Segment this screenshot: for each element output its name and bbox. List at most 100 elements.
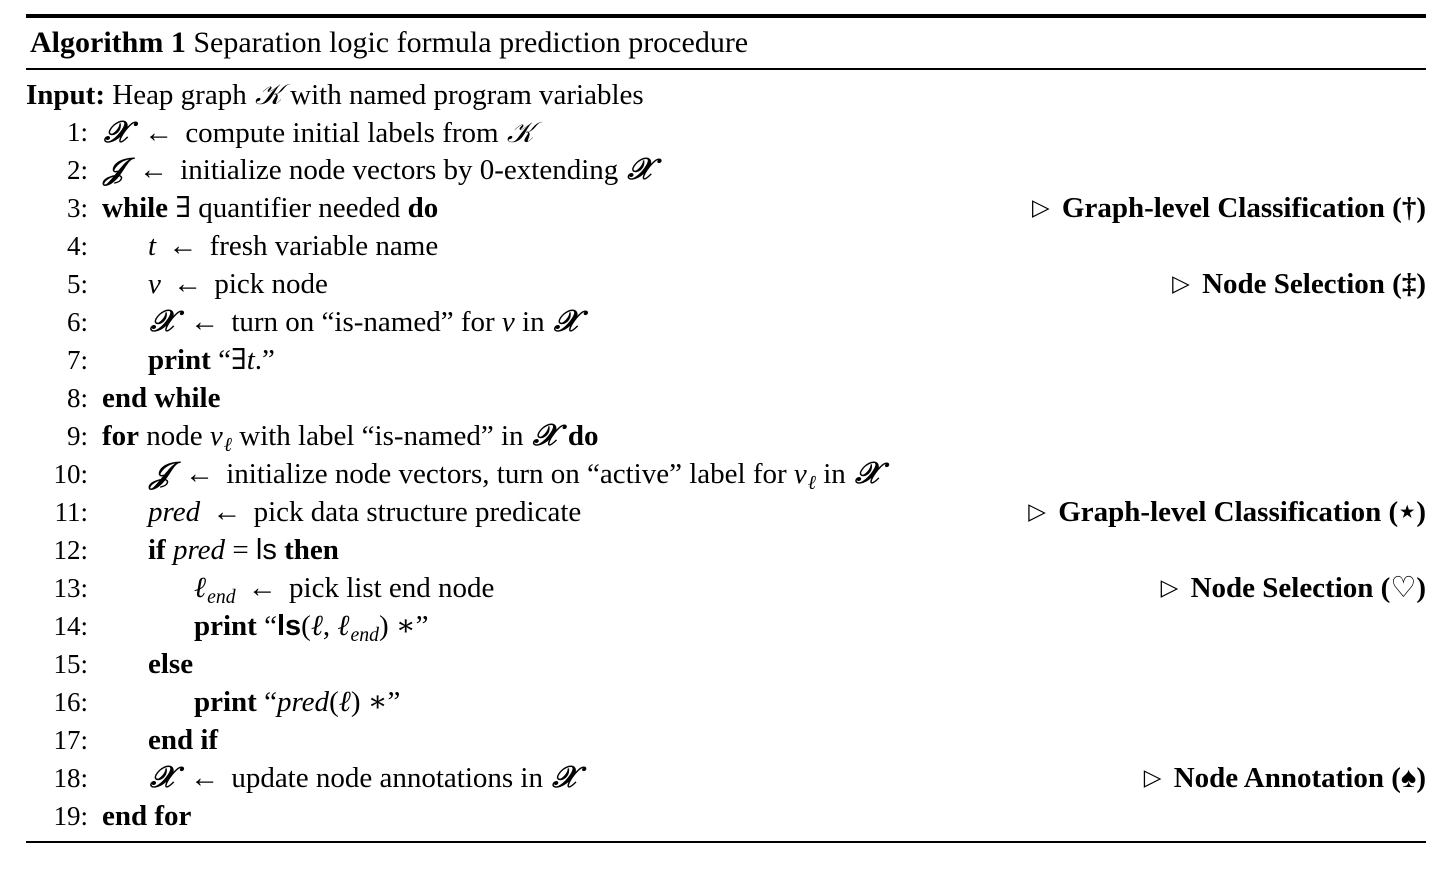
word-in: in: [522, 306, 545, 338]
word-in: in: [500, 420, 524, 452]
keyword-for: for: [102, 420, 140, 452]
predicate-ls: ls: [255, 534, 277, 566]
assign-arrow-icon: ←: [173, 268, 203, 300]
line-content: for node vℓ with label “is-named” in 𝒳 d…: [102, 417, 598, 464]
algorithm-line-17: 17: end if: [26, 721, 1426, 759]
variable-pred: pred: [172, 534, 226, 566]
line-number: 17:: [53, 725, 88, 755]
variable-ell-end: ℓend: [194, 572, 236, 608]
quoted-is-named: “is-named”: [361, 420, 494, 452]
line-comment: ▷ Node Selection (‡): [1172, 268, 1426, 300]
line-comment: ▷ Graph-level Classification (†): [1031, 192, 1426, 224]
graph-symbol: 𝒦: [506, 115, 534, 149]
keyword-then: then: [284, 534, 339, 566]
algorithm-line-15: 15: else: [26, 645, 1426, 683]
line-text: quantifier needed: [198, 192, 401, 224]
line-content: else: [102, 645, 193, 683]
keyword-end-if: end if: [148, 724, 219, 756]
printed-string: “∃t.”: [218, 344, 275, 376]
comment-text: Node Selection: [1202, 268, 1385, 300]
hidden-h-symbol: 𝒥: [104, 152, 125, 187]
equals-sign: =: [232, 534, 249, 566]
algorithm-line-7: 7: print “∃t.”: [26, 341, 1426, 379]
comment-symbol: ⋆: [1398, 496, 1417, 528]
comment-symbol: ♡: [1390, 572, 1417, 604]
variable-v: v: [148, 268, 161, 300]
labels-x-symbol: 𝒳: [627, 152, 654, 187]
variable-v-ell: vℓ: [793, 458, 816, 494]
quoted-is-named: “is-named”: [321, 306, 454, 338]
comment-triangle-icon: ▷: [1172, 271, 1190, 296]
line-content: if pred = ls then: [102, 531, 339, 569]
line-content: while ∃ quantifier needed do: [102, 189, 438, 227]
line-number: 4:: [66, 231, 88, 261]
variable-v: v: [501, 306, 515, 338]
hidden-h-symbol: 𝒥: [150, 456, 171, 491]
bottom-rule: [26, 841, 1426, 843]
line-text: update node annotations in: [231, 762, 543, 794]
labels-x-symbol: 𝒳: [532, 418, 559, 453]
keyword-end-for: end for: [102, 800, 192, 832]
variable-v-ell: vℓ: [209, 420, 232, 456]
line-content: print “∃t.”: [102, 341, 275, 379]
algorithm-line-1: 1: 𝒳 ← compute initial labels from 𝒦: [26, 113, 1426, 151]
algorithm-label: Algorithm 1: [30, 26, 186, 59]
keyword-do: do: [407, 192, 439, 224]
keyword-while: while: [102, 192, 169, 224]
line-number: 3:: [66, 193, 88, 223]
assign-arrow-icon: ←: [144, 117, 174, 149]
line-text: compute initial labels from: [185, 117, 499, 149]
word-in: in: [823, 458, 846, 490]
line-number: 19:: [53, 801, 88, 831]
algorithm-line-14: 14: print “ls(ℓ, ℓend) ∗”: [26, 607, 1426, 646]
algorithm-title-text: Separation logic formula prediction proc…: [193, 26, 749, 59]
input-text-after: with named program variables: [290, 79, 644, 111]
algorithm-figure: Algorithm 1 Separation logic formula pre…: [26, 14, 1426, 843]
line-content: end for: [102, 797, 191, 835]
comment-triangle-icon: ▷: [1160, 575, 1179, 600]
line-number: 5:: [66, 269, 88, 299]
algorithm-line-10: 10: 𝒥 ← initialize node vectors, turn on…: [26, 455, 1426, 494]
line-number: 2:: [66, 155, 88, 185]
algorithm-line-9: 9: for node vℓ with label “is-named” in …: [26, 417, 1426, 456]
algorithm-line-8: 8: end while: [26, 379, 1426, 417]
keyword-print: print: [194, 686, 257, 718]
top-rule: [26, 14, 1426, 18]
word-for: for: [460, 306, 495, 338]
word-node: node: [146, 420, 203, 452]
line-content: print “ls(ℓ, ℓend) ∗”: [102, 607, 428, 654]
comment-triangle-icon: ▷: [1143, 765, 1162, 790]
line-number: 11:: [54, 497, 89, 527]
line-number: 14:: [53, 611, 88, 641]
line-comment: ▷ Node Annotation (♠): [1143, 762, 1426, 794]
algorithm-body: Input: Heap graph 𝒦 with named program v…: [26, 70, 1426, 841]
algorithm-line-16: 16: print “pred(ℓ) ∗”: [26, 683, 1426, 721]
keyword-if: if: [148, 534, 166, 566]
algorithm-line-2: 2: 𝒥 ← initialize node vectors by 0-exte…: [26, 151, 1426, 189]
printed-string: “pred(ℓ) ∗”: [264, 686, 401, 718]
line-content: 𝒳 ← turn on “is-named” for v in 𝒳: [102, 303, 582, 341]
comment-text: Graph-level Classification: [1061, 192, 1385, 224]
labels-x-symbol: 𝒳: [855, 456, 881, 491]
printed-string: “ls(ℓ, ℓend) ∗”: [264, 610, 429, 646]
keyword-end-while: end while: [102, 382, 221, 414]
line-number: 10:: [53, 459, 88, 489]
algorithm-line-13: 13: ℓend ← pick list end node ▷ Node Sel…: [26, 569, 1426, 608]
line-number: 1:: [66, 117, 88, 147]
word-label-for: label for: [689, 458, 787, 490]
comment-symbol: ‡: [1401, 268, 1417, 300]
labels-x-symbol: 𝒳: [104, 115, 130, 150]
line-content: pred ← pick data structure predicate: [102, 493, 581, 531]
word-with-label: with label: [239, 420, 355, 452]
keyword-print: print: [194, 610, 257, 642]
assign-arrow-icon: ←: [190, 306, 220, 338]
labels-x-symbol: 𝒳: [150, 760, 176, 795]
comment-text: Graph-level Classification: [1058, 496, 1382, 528]
line-text: pick data structure predicate: [253, 496, 582, 528]
line-comment: ▷ Node Selection (♡): [1160, 572, 1426, 604]
line-number: 15:: [53, 649, 88, 679]
line-content: t ← fresh variable name: [102, 227, 438, 265]
algorithm-title: Algorithm 1 Separation logic formula pre…: [26, 18, 1426, 68]
input-label: Input:: [26, 79, 105, 111]
assign-arrow-icon: ←: [212, 496, 242, 528]
